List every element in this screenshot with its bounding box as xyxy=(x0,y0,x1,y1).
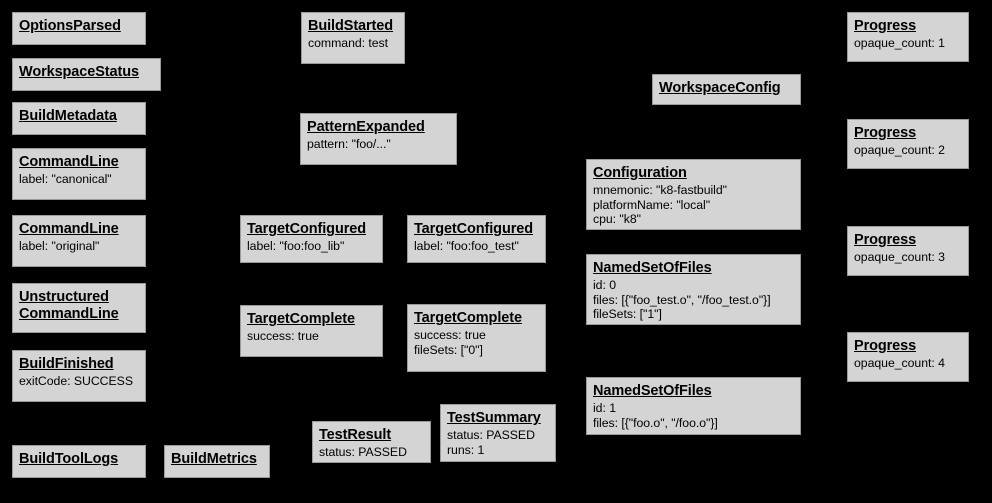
node-field: platformName: "local" xyxy=(593,197,711,212)
node-title: TestSummary xyxy=(447,410,541,426)
node-title: WorkspaceConfig xyxy=(659,80,781,96)
node-title: TargetConfigured xyxy=(414,221,533,237)
node-fields: label: "foo:foo_lib" xyxy=(247,239,376,254)
node-command-line-canonical[interactable]: CommandLine label: "canonical" xyxy=(12,148,146,200)
node-title: OptionsParsed xyxy=(19,18,121,34)
node-field: label: "original" xyxy=(19,239,100,254)
node-fields: opaque_count: 2 xyxy=(854,143,962,158)
node-field: status: PASSED xyxy=(319,445,407,460)
node-pattern-expanded[interactable]: PatternExpanded pattern: "foo/..." xyxy=(300,113,457,165)
node-field: id: 1 xyxy=(593,401,616,416)
node-fields: success: true xyxy=(247,329,376,344)
node-workspace-status[interactable]: WorkspaceStatus xyxy=(12,58,161,91)
node-field: cpu: "k8" xyxy=(593,212,641,227)
node-field: exitCode: SUCCESS xyxy=(19,374,133,389)
node-fields: opaque_count: 1 xyxy=(854,36,962,51)
node-title: Progress xyxy=(854,18,917,34)
node-title: Configuration xyxy=(593,165,687,181)
node-fields: pattern: "foo/..." xyxy=(307,137,450,152)
node-target-complete-foo-lib[interactable]: TargetComplete success: true xyxy=(240,305,383,357)
node-title: CommandLine xyxy=(19,154,119,170)
node-progress-1[interactable]: Progress opaque_count: 1 xyxy=(847,12,969,62)
node-field: command: test xyxy=(308,36,388,51)
node-field: pattern: "foo/..." xyxy=(307,137,391,152)
node-field: label: "foo:foo_test" xyxy=(414,239,519,254)
node-field: success: true xyxy=(414,328,486,343)
node-title: Progress xyxy=(854,232,917,248)
node-title: TestResult xyxy=(319,427,392,443)
node-title: WorkspaceStatus xyxy=(19,64,139,80)
node-build-started[interactable]: BuildStarted command: test xyxy=(301,12,405,64)
node-fields: label: "canonical" xyxy=(19,172,139,187)
node-fields: status: PASSED xyxy=(319,445,424,460)
node-title: TargetComplete xyxy=(247,311,355,327)
node-field: opaque_count: 1 xyxy=(854,36,945,51)
node-fields: exitCode: SUCCESS xyxy=(19,374,139,389)
node-configuration[interactable]: Configuration mnemonic: "k8-fastbuild"pla… xyxy=(586,159,801,230)
node-build-finished[interactable]: BuildFinished exitCode: SUCCESS xyxy=(12,350,146,402)
node-build-metrics[interactable]: BuildMetrics xyxy=(164,445,270,478)
node-title: Progress xyxy=(854,338,917,354)
node-title: BuildMetrics xyxy=(171,451,257,467)
node-field: label: "canonical" xyxy=(19,172,112,187)
node-field: files: [{"foo.o", "/foo.o"}] xyxy=(593,415,718,430)
node-build-metadata[interactable]: BuildMetadata xyxy=(12,102,146,135)
node-target-configured-foo-lib[interactable]: TargetConfigured label: "foo:foo_lib" xyxy=(240,215,383,263)
node-field: status: PASSED xyxy=(447,428,535,443)
node-field: label: "foo:foo_lib" xyxy=(247,239,345,254)
node-title: Unstructured CommandLine xyxy=(19,289,119,323)
node-title: PatternExpanded xyxy=(307,119,425,135)
node-field: id: 0 xyxy=(593,278,616,293)
node-title: BuildFinished xyxy=(19,356,114,372)
node-build-tool-logs[interactable]: BuildToolLogs xyxy=(12,445,146,478)
node-field: fileSets: ["0"] xyxy=(414,342,483,357)
node-progress-3[interactable]: Progress opaque_count: 3 xyxy=(847,226,969,276)
node-title: TargetComplete xyxy=(414,310,522,326)
node-field: opaque_count: 2 xyxy=(854,143,945,158)
node-title: TargetConfigured xyxy=(247,221,366,237)
node-progress-2[interactable]: Progress opaque_count: 2 xyxy=(847,119,969,169)
node-title: CommandLine xyxy=(19,221,119,237)
node-field: files: [{"foo_test.o", "/foo_test.o"}] xyxy=(593,292,771,307)
node-options-parsed[interactable]: OptionsParsed xyxy=(12,12,146,45)
node-title: NamedSetOfFiles xyxy=(593,260,712,276)
node-title: BuildToolLogs xyxy=(19,451,119,467)
node-fields: opaque_count: 4 xyxy=(854,356,962,371)
node-test-result[interactable]: TestResult status: PASSED xyxy=(312,421,431,463)
node-unstructured-command-line[interactable]: Unstructured CommandLine xyxy=(12,283,146,333)
node-target-configured-foo-test[interactable]: TargetConfigured label: "foo:foo_test" xyxy=(407,215,546,263)
node-title: BuildStarted xyxy=(308,18,394,34)
node-fields: command: test xyxy=(308,36,398,51)
node-field: success: true xyxy=(247,329,319,344)
node-title: Progress xyxy=(854,125,917,141)
node-progress-4[interactable]: Progress opaque_count: 4 xyxy=(847,332,969,382)
node-workspace-config[interactable]: WorkspaceConfig xyxy=(652,74,801,105)
node-fields: mnemonic: "k8-fastbuild"platformName: "l… xyxy=(593,183,794,227)
node-command-line-original[interactable]: CommandLine label: "original" xyxy=(12,215,146,267)
node-title: BuildMetadata xyxy=(19,108,117,124)
node-field: opaque_count: 3 xyxy=(854,250,945,265)
node-field: runs: 1 xyxy=(447,442,485,457)
node-field: mnemonic: "k8-fastbuild" xyxy=(593,183,727,198)
node-fields: opaque_count: 3 xyxy=(854,250,962,265)
node-fields: label: "original" xyxy=(19,239,139,254)
node-field: fileSets: ["1"] xyxy=(593,307,662,322)
node-fields: label: "foo:foo_test" xyxy=(414,239,539,254)
node-field: opaque_count: 4 xyxy=(854,356,945,371)
node-title: NamedSetOfFiles xyxy=(593,383,712,399)
